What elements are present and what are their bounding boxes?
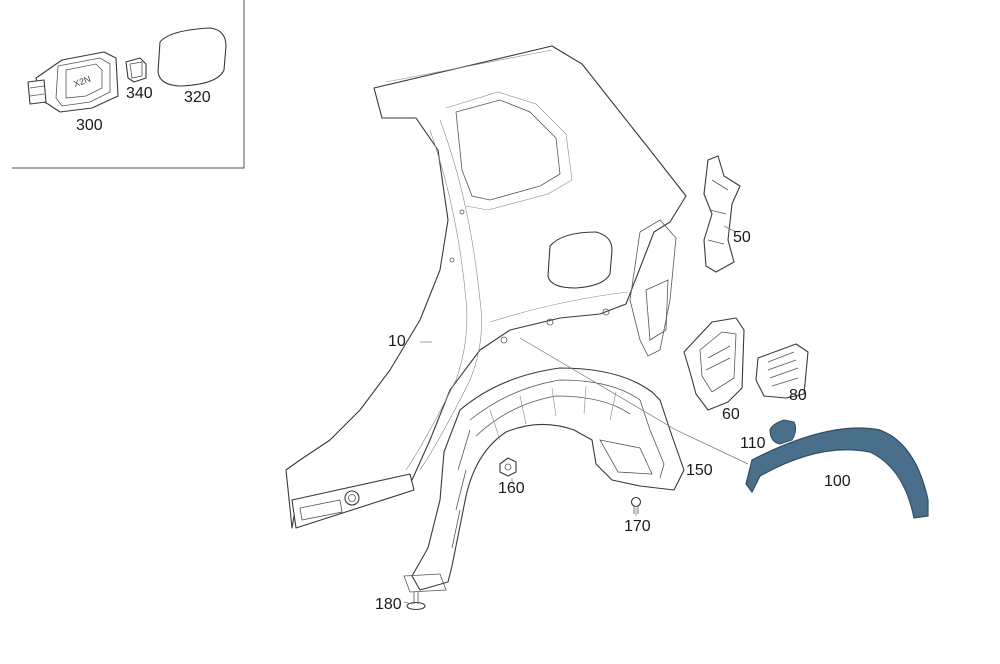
callout-100: 100 xyxy=(824,473,851,490)
part-180-screw[interactable] xyxy=(406,592,426,611)
part-100-wheel-arch-flare[interactable] xyxy=(745,427,929,519)
fuel-filler-inset: X2N xyxy=(12,0,245,169)
part-160-nut[interactable] xyxy=(499,457,517,477)
callout-10: 10 xyxy=(388,333,406,350)
part-320-fuel-flap[interactable] xyxy=(157,27,227,87)
part-340-bumper[interactable] xyxy=(125,57,147,83)
callout-110: 110 xyxy=(740,435,766,452)
part-10-side-panel[interactable] xyxy=(285,45,687,529)
callout-300: 300 xyxy=(76,117,103,134)
callout-170: 170 xyxy=(624,518,651,535)
leader-lines xyxy=(403,225,749,605)
part-150-wheel-arch-liner[interactable] xyxy=(403,367,685,593)
part-170-screw[interactable] xyxy=(630,496,642,515)
part-60-vent-frame[interactable] xyxy=(683,317,745,411)
part-300-fuel-filler-housing[interactable]: X2N xyxy=(27,51,119,113)
callout-180: 180 xyxy=(375,596,402,613)
inset-frame xyxy=(12,0,245,169)
part-80-vent-grille[interactable] xyxy=(755,343,809,399)
callout-150: 150 xyxy=(686,462,713,479)
callout-160: 160 xyxy=(498,480,525,497)
callout-60: 60 xyxy=(722,406,740,423)
callout-80: 80 xyxy=(789,387,807,404)
part-110-clip[interactable] xyxy=(769,419,797,445)
callout-320: 320 xyxy=(184,89,211,106)
callout-labels: 300 340 320 10 50 60 80 110 100 150 160 … xyxy=(76,85,851,613)
part-50-reinforcement[interactable] xyxy=(703,155,741,273)
callout-340: 340 xyxy=(126,85,153,102)
callout-50: 50 xyxy=(733,229,751,246)
